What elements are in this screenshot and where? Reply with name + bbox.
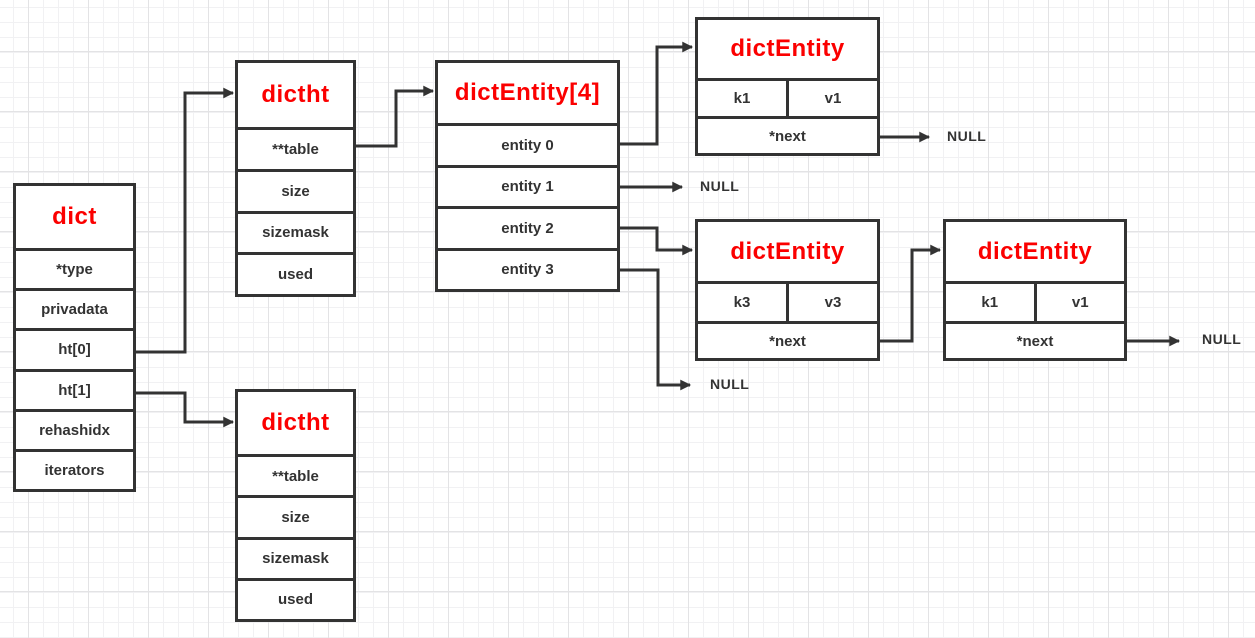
dictentity-array-title: dictEntity[4]: [454, 79, 601, 106]
arrow-table-to-entity-array: [356, 85, 435, 148]
dictentity-array-box[interactable]: dictEntity[4] entity 0 entity 1 entity 2…: [435, 60, 620, 292]
dictht-bottom-field-table: **table: [238, 454, 353, 495]
dictentity-top-key: k1: [733, 90, 751, 107]
dict-field-ht1: ht[1]: [16, 368, 133, 409]
dictentity-mid-kv-row: k3 v3: [698, 281, 877, 321]
dictht-bottom-field-sizemask: sizemask: [238, 536, 353, 578]
dictentity-mid-next: *next: [698, 321, 877, 358]
dictentity-right-title: dictEntity: [977, 237, 1093, 265]
dictentity-right-value: v1: [1033, 284, 1125, 321]
dictentity-right-key: k1: [981, 294, 999, 311]
dictht-top-field-used: used: [238, 252, 353, 294]
null-label-top-next: NULL: [947, 128, 987, 144]
arrow-ht1-to-dictht-bottom: [136, 391, 235, 428]
null-label-entity3: NULL: [710, 376, 750, 392]
dictht-top-box[interactable]: dictht **table size sizemask used: [235, 60, 356, 297]
dict-field-type: *type: [16, 248, 133, 288]
dict-title: dict: [52, 203, 97, 230]
dictht-top-field-size: size: [238, 168, 353, 211]
dictentity-mid-box[interactable]: dictEntity k3 v3 *next: [695, 219, 880, 361]
arrow-mid-next-to-dictentity-right: [880, 244, 942, 343]
entity-slot-1: entity 1: [438, 164, 617, 207]
dictentity-top-kv-row: k1 v1: [698, 78, 877, 116]
dictht-top-field-sizemask: sizemask: [238, 210, 353, 253]
dict-field-rehashidx: rehashidx: [16, 408, 133, 449]
dictentity-right-next: *next: [946, 321, 1124, 358]
dictentity-mid-value: v3: [786, 284, 877, 321]
arrow-entity2-to-dictentity-mid: [620, 226, 694, 256]
dict-field-ht0: ht[0]: [16, 328, 133, 368]
entity-slot-0: entity 0: [438, 123, 617, 165]
arrow-ht0-to-dictht-top: [136, 87, 235, 354]
dictht-bottom-field-used: used: [238, 577, 353, 619]
dictentity-right-kv-row: k1 v1: [946, 281, 1124, 321]
entity-slot-3: entity 3: [438, 247, 617, 290]
arrow-entity3-to-null: [620, 268, 692, 391]
entity-slot-2: entity 2: [438, 206, 617, 248]
dictentity-top-next: *next: [698, 116, 877, 153]
dictht-bottom-title: dictht: [261, 409, 330, 436]
dictentity-mid-title: dictEntity: [730, 237, 845, 265]
dict-field-privadata: privadata: [16, 288, 133, 328]
dictentity-top-value: v1: [786, 81, 877, 116]
dict-field-iterators: iterators: [16, 448, 133, 489]
dictentity-mid-key: k3: [733, 294, 751, 311]
dictht-bottom-field-size: size: [238, 495, 353, 536]
dictht-top-field-table: **table: [238, 127, 353, 169]
dictentity-top-box[interactable]: dictEntity k1 v1 *next: [695, 17, 880, 156]
dictentity-top-title: dictEntity: [730, 35, 845, 62]
dict-struct-box[interactable]: dict *type privadata ht[0] ht[1] rehashi…: [13, 183, 136, 492]
dictentity-right-box[interactable]: dictEntity k1 v1 *next: [943, 219, 1127, 361]
dictht-top-title: dictht: [261, 81, 330, 108]
arrow-entity0-to-dictentity-top: [620, 41, 694, 146]
dictht-bottom-box[interactable]: dictht **table size sizemask used: [235, 389, 356, 622]
null-label-entity1: NULL: [700, 178, 740, 194]
null-label-right-next: NULL: [1202, 331, 1242, 347]
